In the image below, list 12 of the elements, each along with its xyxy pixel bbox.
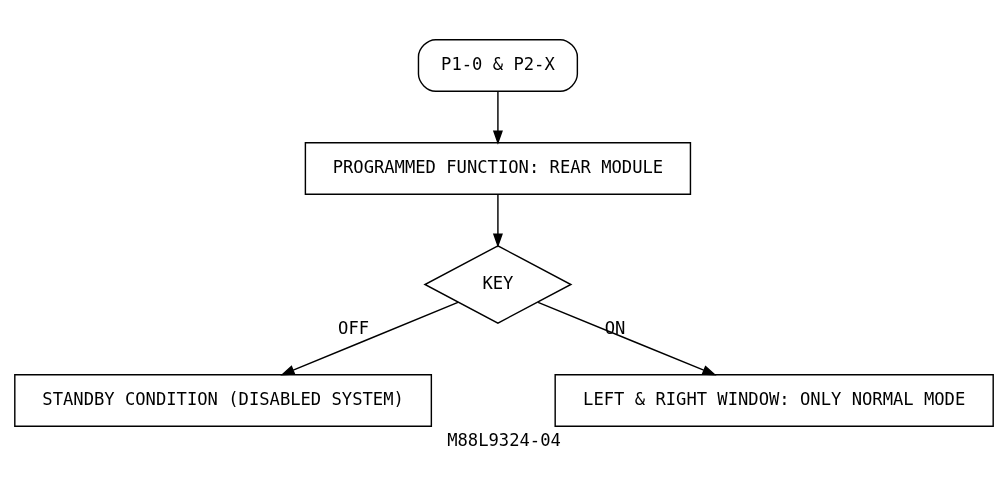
node-diamond: KEY	[423, 244, 573, 324]
node-box: PROGRAMMED FUNCTION: REAR MODULE	[304, 141, 692, 195]
arrow	[492, 90, 503, 145]
arrow	[492, 193, 503, 248]
arrow	[537, 301, 717, 375]
node-box: STANDBY CONDITION (DISABLED SYSTEM)	[14, 373, 433, 427]
node-box: LEFT & RIGHT WINDOW: ONLY NORMAL MODE	[554, 373, 994, 427]
edge-label: ON	[604, 317, 626, 338]
arrow	[280, 301, 459, 375]
caption: M88L9324-04	[447, 429, 561, 450]
edge-label: OFF	[338, 317, 370, 338]
node-box: P1-0 & P2-X	[417, 38, 579, 92]
